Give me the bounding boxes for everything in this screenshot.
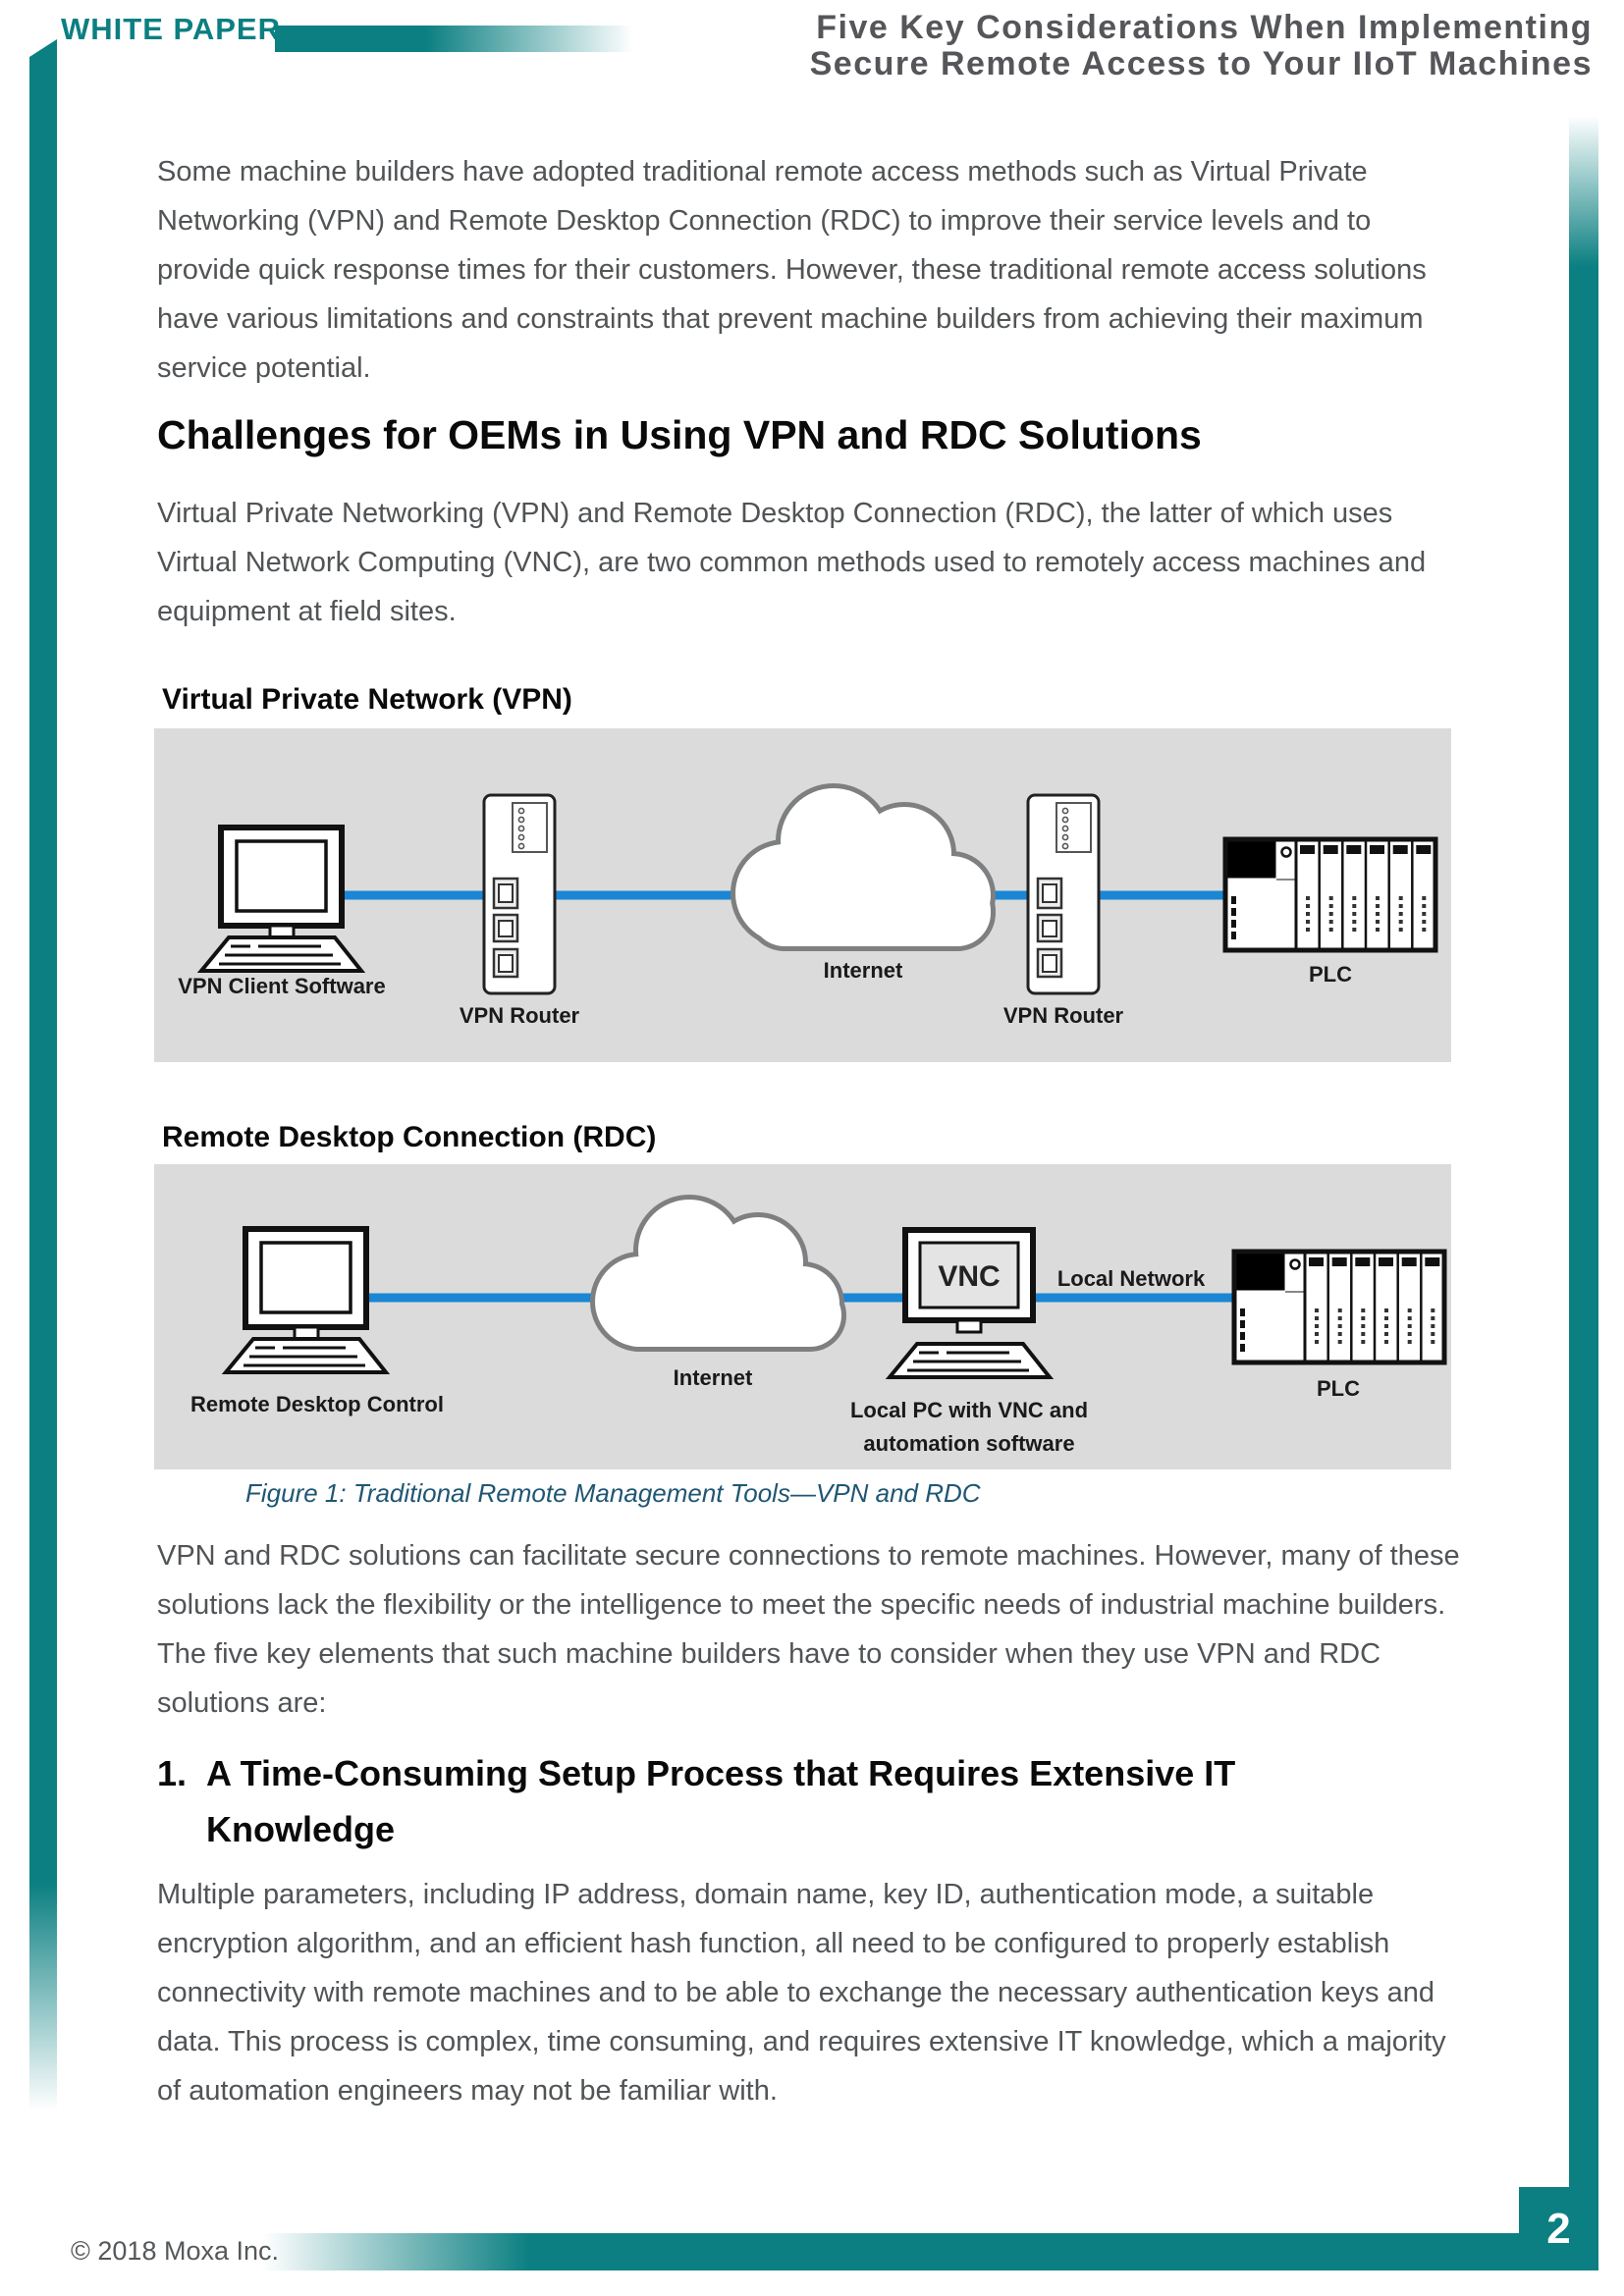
copyright-text: © 2018 Moxa Inc. (71, 2236, 280, 2266)
page-number: 2 (1546, 2204, 1571, 2253)
intro-paragraph: Some machine builders have adopted tradi… (157, 156, 1427, 384)
figure-caption: Figure 1: Traditional Remote Management … (245, 1478, 981, 1508)
vpn-diagram-canvas: VPN Client Software VPN Router (178, 783, 1438, 1028)
plc-icon (1231, 1249, 1447, 1365)
vpn-router-icon (1026, 793, 1101, 995)
kicker-accent-bar (275, 26, 633, 52)
desktop-computer-icon (196, 825, 366, 973)
vpn-router-right-label: VPN Router (1003, 1003, 1124, 1028)
vnc-screen-text: VNC (938, 1260, 1000, 1293)
section-number: 1. (157, 1753, 188, 1793)
footer-accent-bar (263, 2233, 1598, 2270)
section-title: A Time-Consuming Setup Process that Requ… (206, 1745, 1235, 1857)
right-accent-bar (1569, 116, 1598, 2270)
local-pc-label-line1: Local PC with VNC and (850, 1398, 1088, 1422)
plc-label-rdc: PLC (1317, 1376, 1360, 1401)
section-title-line2: Knowledge (206, 1809, 396, 1849)
local-pc-label-line2: automation software (863, 1431, 1074, 1456)
vpn-router-left-label: VPN Router (460, 1003, 580, 1028)
document-title-line2: Secure Remote Access to Your IIoT Machin… (809, 45, 1593, 82)
vpn-router-icon (482, 793, 557, 995)
internet-cloud-icon (590, 1195, 846, 1352)
section-title-line1: A Time-Consuming Setup Process that Requ… (206, 1753, 1236, 1793)
section-intro-paragraph: Virtual Private Networking (VPN) and Rem… (157, 498, 1427, 627)
remote-desktop-control-label: Remote Desktop Control (190, 1392, 444, 1416)
internet-label-rdc: Internet (674, 1365, 753, 1390)
numbered-section-body: Multiple parameters, including IP addres… (157, 1879, 1446, 2107)
desktop-computer-icon (221, 1226, 391, 1374)
local-network-label: Local Network (1057, 1266, 1206, 1291)
document-title: Five Key Considerations When Implementin… (660, 10, 1593, 82)
vpn-diagram-title: Virtual Private Network (VPN) (162, 683, 572, 716)
document-title-line1: Five Key Considerations When Implementin… (816, 9, 1593, 46)
plc-icon (1222, 836, 1438, 953)
figure-discussion-paragraph: VPN and RDC solutions can facilitate sec… (157, 1540, 1460, 1719)
document-kicker: WHITE PAPER (61, 12, 281, 46)
rdc-diagram-title: Remote Desktop Connection (RDC) (162, 1121, 657, 1153)
rdc-diagram-canvas: Remote Desktop Control Internet (190, 1195, 1447, 1456)
internet-cloud-icon (731, 783, 996, 951)
plc-label-vpn: PLC (1309, 962, 1352, 987)
vnc-pc-icon: VNC (885, 1227, 1055, 1379)
section-heading: Challenges for OEMs in Using VPN and RDC… (157, 412, 1202, 457)
left-accent-bar (29, 39, 57, 2110)
page-number-badge: 2 (1519, 2187, 1598, 2270)
numbered-section-heading: 1. A Time-Consuming Setup Process that R… (157, 1745, 1235, 1857)
vpn-diagram: VPN Client Software VPN Router (154, 728, 1451, 1062)
rdc-diagram: Remote Desktop Control Internet (154, 1164, 1451, 1469)
vpn-client-label: VPN Client Software (178, 974, 385, 998)
internet-label-vpn: Internet (824, 958, 903, 983)
